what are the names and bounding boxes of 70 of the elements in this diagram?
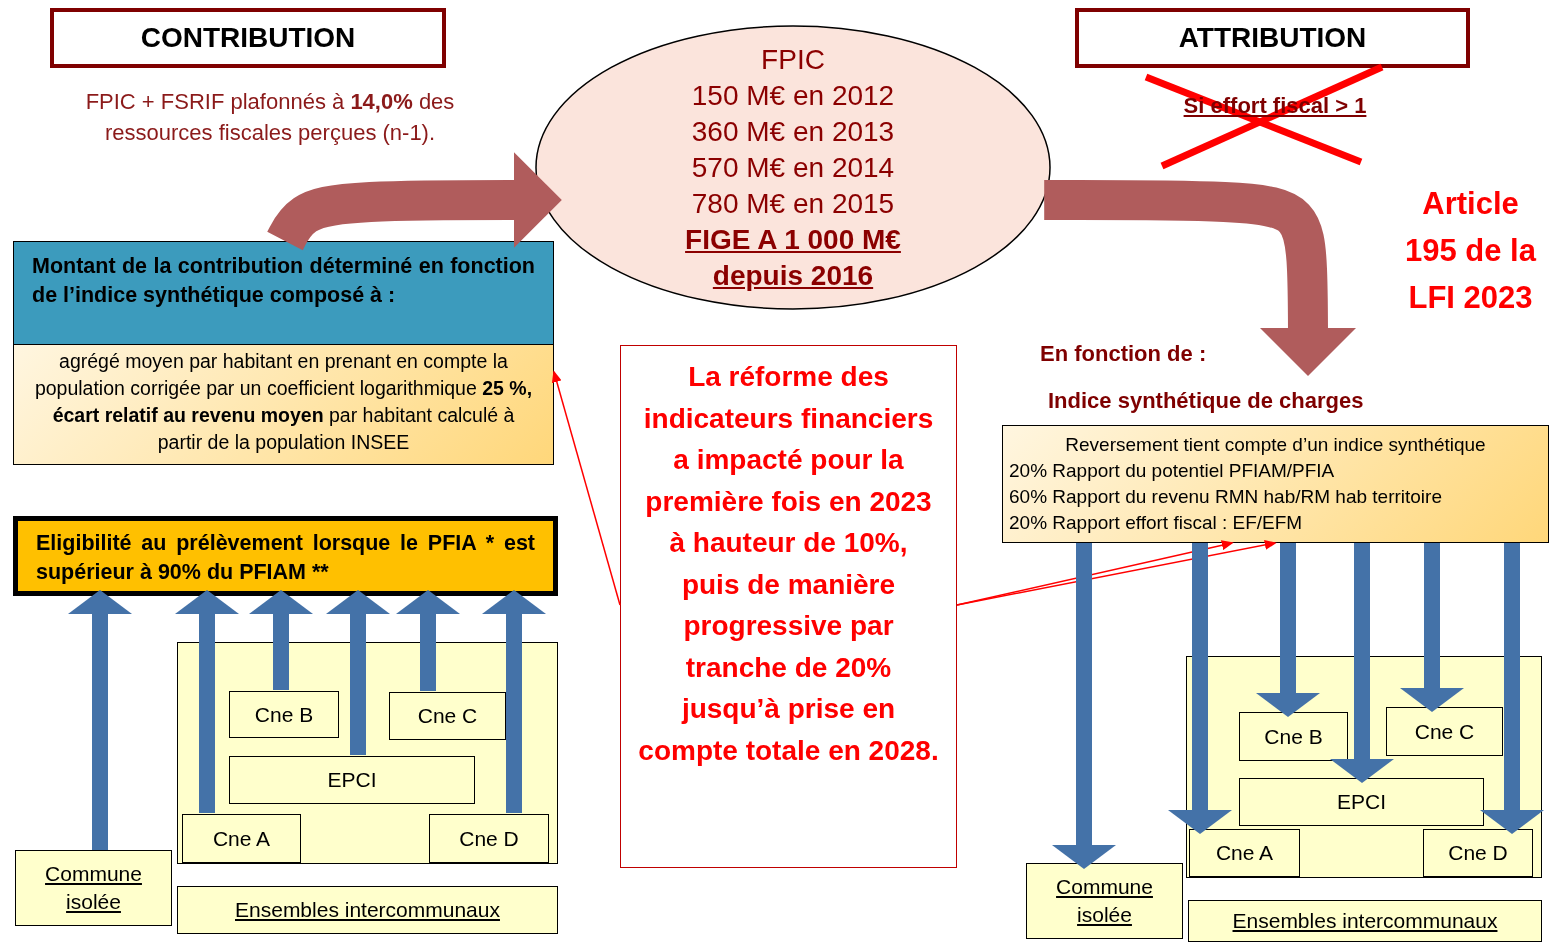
entity-box — [429, 814, 549, 863]
amount-text: 780 M€ en 2015 — [691, 186, 895, 221]
info-text: agrégé moyen par habitant en prenant en compte la population corrigée par un coefficient logarithmique 25 %, écart relatif au revenu moyen par habitant calculé à partir de la population INSEE — [34, 349, 533, 455]
amount-text: FPIC — [761, 42, 825, 77]
entity-box — [229, 691, 339, 738]
section-heading: En fonction de : — [1040, 341, 1208, 367]
entity-label: Commune isolée — [44, 861, 143, 915]
entity-label: Cne A — [1215, 840, 1274, 866]
block-arrow — [1168, 543, 1232, 834]
block-arrow — [175, 590, 239, 813]
block-arrow — [326, 590, 390, 755]
article-reference: Article 195 de la LFI 2023 — [1404, 185, 1538, 317]
info-text: 20% Rapport effort fiscal : EF/EFM — [1009, 511, 1304, 535]
block-arrow — [1480, 543, 1544, 834]
entity-label: Cne B — [1264, 723, 1323, 750]
amount-text: 150 M€ en 2012 — [691, 78, 895, 113]
block-arrow — [1256, 543, 1320, 717]
section-heading: Indice synthétique de charges — [1048, 388, 1365, 414]
section-title: ATTRIBUTION — [1178, 22, 1367, 54]
amount-ellipse — [535, 25, 1051, 310]
block-arrow — [1044, 180, 1356, 376]
entity-box — [1239, 712, 1348, 761]
section-title: CONTRIBUTION — [140, 22, 356, 54]
entity-box — [1423, 829, 1533, 877]
entity-box — [182, 814, 301, 863]
info-text: 60% Rapport du revenu RMN hab/RM hab territoire — [1009, 485, 1443, 509]
entity-label: Ensembles intercommunaux — [1232, 908, 1498, 934]
block-arrow — [249, 590, 313, 690]
title-box — [1075, 8, 1470, 68]
entity-label: Cne D — [1448, 840, 1508, 866]
block-arrow — [1052, 543, 1116, 869]
entity-box — [1386, 707, 1503, 756]
entity-box — [1189, 829, 1300, 877]
arrow — [551, 370, 621, 606]
title-box — [50, 8, 446, 68]
entity-box — [15, 850, 172, 926]
block-arrow — [1400, 543, 1464, 712]
entity-box — [229, 756, 475, 804]
entity-label: EPCI — [1337, 789, 1386, 815]
header-text: Montant de la contribution déterminé en fonction de l’indice synthétique composé à : — [32, 253, 535, 309]
entity-label: Cne B — [254, 701, 314, 728]
entity-box — [177, 886, 558, 934]
note-text: La réforme des indicateurs financiers a impacté pour la première fois en 2023 à hauteur de 10%, puis de manière progressive par tranche de 20% jusqu’à prise en compte totale en 2028. — [637, 360, 940, 768]
amount-text: 360 M€ en 2013 — [691, 114, 895, 149]
amount-text: FIGE A 1 000 M€ depuis 2016 — [684, 222, 902, 293]
note-box — [620, 345, 957, 868]
entity-label: Cne A — [212, 825, 271, 852]
entity-label: Commune isolée — [1055, 874, 1154, 928]
condition-text: Eligibilité au prélèvement lorsque le PFIA * est supérieur à 90% du PFIAM ** — [36, 530, 535, 586]
entity-box — [389, 692, 506, 740]
entity-box — [1026, 863, 1183, 939]
intro-text: FPIC + FSRIF plafonnés à 14,0% des ressources fiscales perçues (n-1). — [84, 88, 456, 147]
block-arrow — [396, 590, 460, 691]
block-arrow — [1330, 543, 1394, 783]
info-text: 20% Rapport du potentiel PFIAM/PFIA — [1009, 459, 1336, 483]
entity-label: Cne D — [459, 825, 519, 852]
info-text: Reversement tient compte d’un indice synthétique — [1064, 433, 1487, 457]
entity-label: Cne C — [1414, 718, 1475, 745]
info-box — [1002, 425, 1549, 543]
block-arrow — [68, 590, 132, 850]
entity-box — [1239, 778, 1484, 826]
entity-box — [1188, 900, 1542, 942]
header-box — [13, 241, 554, 345]
condition-box — [13, 516, 558, 596]
block-arrow — [482, 590, 546, 813]
entity-label: Ensembles intercommunaux — [235, 897, 500, 923]
info-box — [13, 344, 554, 465]
entity-label: EPCI — [327, 767, 377, 793]
entity-label: Cne C — [417, 703, 478, 729]
amount-text: 570 M€ en 2014 — [691, 150, 895, 185]
